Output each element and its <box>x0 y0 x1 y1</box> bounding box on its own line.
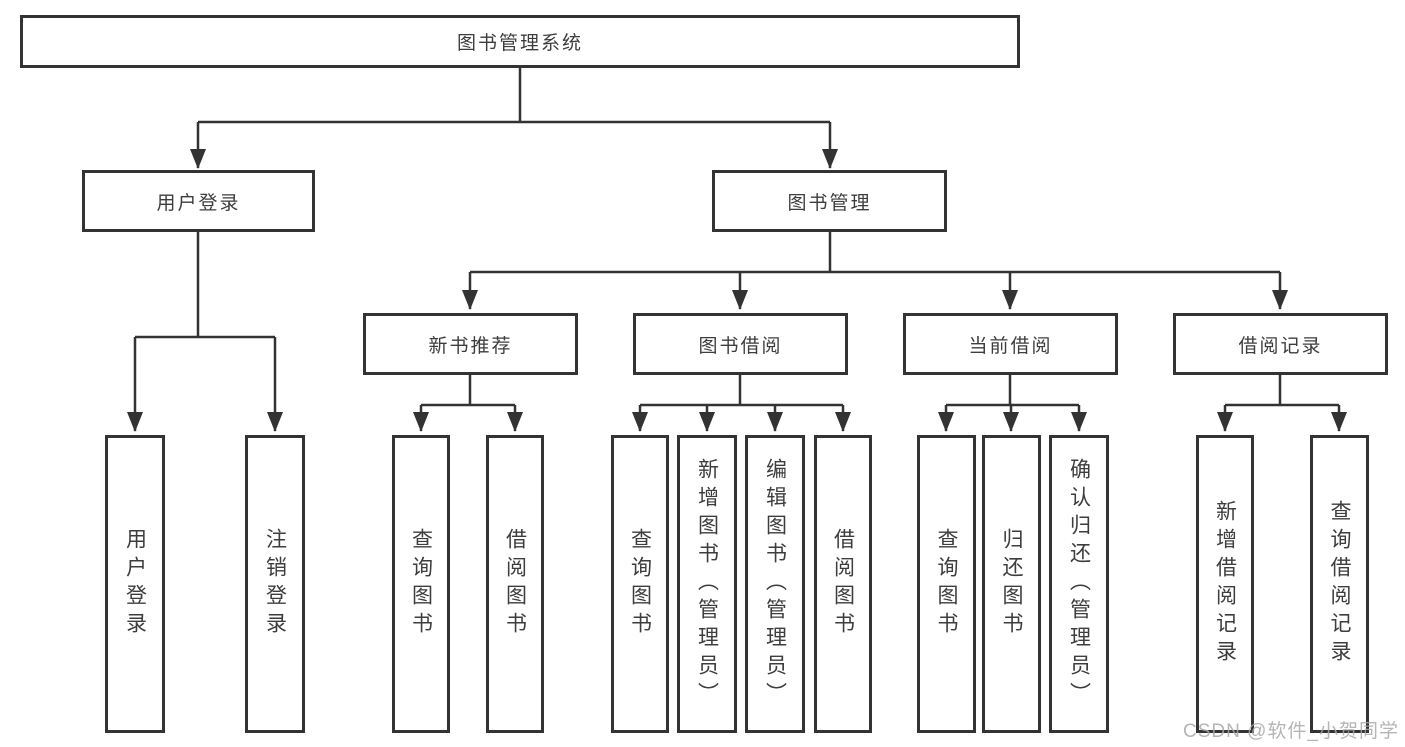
node-book-management: 图书管理 <box>712 170 947 232</box>
node-leaf-current-return: 归还图书 <box>982 435 1041 733</box>
node-leaf-logout: 注销登录 <box>245 435 305 733</box>
node-leaf-borrow-query: 查询图书 <box>611 435 669 733</box>
node-book-borrowing: 图书借阅 <box>633 313 848 375</box>
node-leaf-newbook-borrow: 借阅图书 <box>486 435 544 733</box>
node-leaf-add-borrow-record: 新增借阅记录 <box>1196 435 1254 733</box>
node-current-borrowing: 当前借阅 <box>903 313 1118 375</box>
node-leaf-confirm-return-admin: 确认归还（管理员） <box>1049 435 1109 733</box>
node-leaf-current-query: 查询图书 <box>917 435 976 733</box>
node-user-login: 用户登录 <box>82 170 315 232</box>
node-system-root: 图书管理系统 <box>20 15 1020 68</box>
node-leaf-borrow-borrow: 借阅图书 <box>814 435 872 733</box>
node-leaf-borrow-edit-admin: 编辑图书（管理员） <box>745 435 805 733</box>
node-borrowing-records: 借阅记录 <box>1173 313 1388 375</box>
node-leaf-borrow-add-admin: 新增图书（管理员） <box>677 435 737 733</box>
node-leaf-newbook-query: 查询图书 <box>392 435 450 733</box>
node-leaf-user-login: 用户登录 <box>105 435 165 733</box>
csdn-watermark: CSDN @软件_小贺同学 <box>1183 721 1399 742</box>
node-new-book-recommend: 新书推荐 <box>363 313 578 375</box>
node-leaf-query-borrow-record: 查询借阅记录 <box>1310 435 1369 733</box>
